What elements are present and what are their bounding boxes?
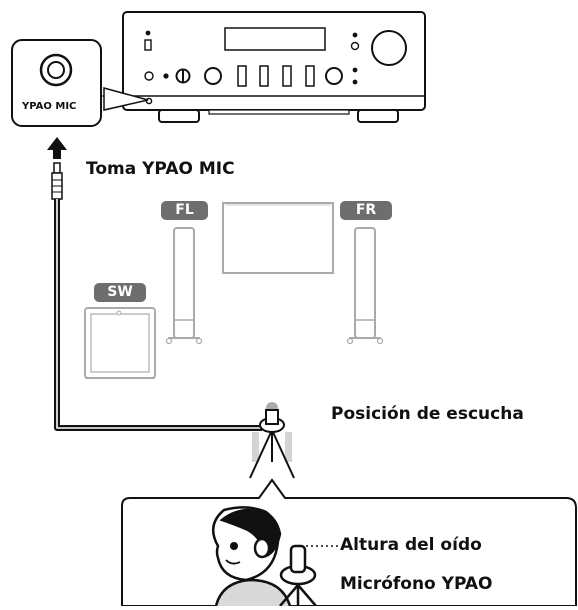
mic-cable	[51, 162, 262, 431]
jack-caption: Toma YPAO MIC	[86, 159, 235, 179]
listening-position-label: Posición de escucha	[331, 404, 524, 424]
insert-arrow	[47, 137, 67, 159]
listening-position-tripod	[249, 402, 295, 479]
jack-panel-label: YPAO MIC	[22, 101, 77, 112]
speaker-tag-fl: FL	[161, 201, 208, 220]
speaker-front-left	[165, 227, 203, 345]
microphone-detail	[279, 544, 317, 607]
ear-height-label: Altura del oído	[340, 535, 482, 555]
speaker-tag-sw: SW	[94, 283, 146, 302]
tv	[222, 202, 334, 274]
person-illustration	[211, 506, 292, 607]
microphone-label: Micrófono YPAO	[340, 574, 493, 594]
av-receiver	[122, 11, 426, 123]
subwoofer	[84, 307, 156, 379]
ypao-mic-jack-callout	[11, 39, 104, 127]
speaker-front-right	[346, 227, 384, 345]
speaker-tag-fr: FR	[340, 201, 392, 220]
callout-pointer	[103, 87, 149, 111]
